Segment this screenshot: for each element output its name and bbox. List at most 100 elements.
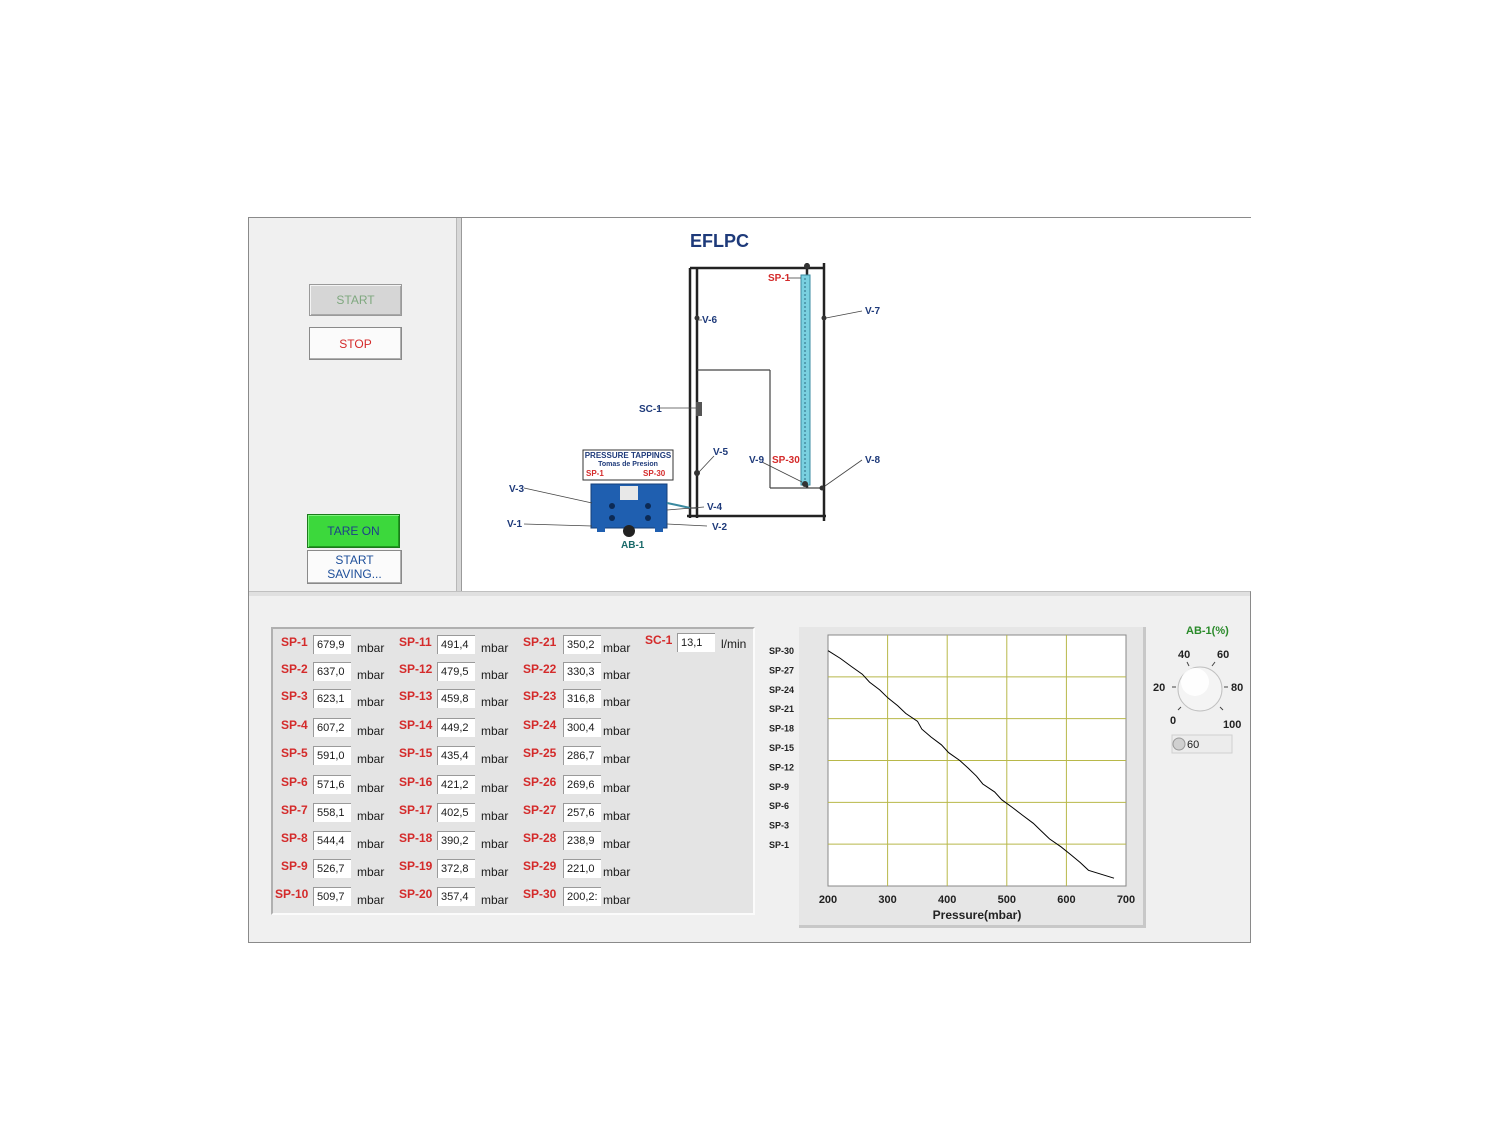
label-v4: V-4 — [707, 502, 722, 513]
reading-unit: mbar — [357, 724, 385, 738]
reading-unit: mbar — [481, 641, 509, 655]
reading-value-sp-5: 591,0 — [313, 746, 351, 765]
label-sp1: SP-1 — [768, 273, 791, 284]
start-saving-button[interactable]: START SAVING... — [307, 550, 402, 584]
reading-value-sp-19: 372,8 — [437, 859, 475, 878]
reading-value-sp-29: 221,0 — [563, 859, 601, 878]
y-tick-label: SP-1 — [769, 840, 789, 850]
pressure-series-line — [827, 650, 1115, 879]
reading-unit: mbar — [481, 668, 509, 682]
reading-value-sp-22: 330,3 — [563, 662, 601, 681]
y-tick-label: SP-30 — [769, 646, 794, 656]
reading-label-sp-20: SP-20 — [399, 887, 433, 901]
pressure-tappings-unit: PRESSURE TAPPINGS Tomas de Presion SP-1 … — [582, 449, 691, 537]
stop-button[interactable]: STOP — [309, 327, 402, 360]
reading-label-sp-27: SP-27 — [523, 803, 557, 817]
label-ab1: AB-1 — [621, 540, 645, 551]
ab1-knob: AB-1(%) 0 20 40 60 80 100 60 — [1153, 625, 1243, 754]
reading-unit: mbar — [603, 668, 631, 682]
reading-label-sp-19: SP-19 — [399, 859, 433, 873]
reading-label-sp-5: SP-5 — [281, 746, 308, 760]
reading-unit: mbar — [357, 781, 385, 795]
reading-unit: mbar — [481, 865, 509, 879]
y-tick-label: SP-27 — [769, 665, 794, 675]
valve-v5 — [694, 470, 700, 476]
tare-on-button[interactable]: TARE ON — [307, 514, 400, 548]
knob-tick-60: 60 — [1217, 649, 1229, 661]
start-button[interactable]: START — [309, 284, 402, 316]
top-fitting — [804, 263, 810, 269]
reading-unit: mbar — [603, 695, 631, 709]
y-tick-label: SP-24 — [769, 685, 794, 695]
reading-label-sp-23: SP-23 — [523, 689, 557, 703]
x-tick-label: 300 — [878, 894, 896, 906]
reading-unit: mbar — [357, 837, 385, 851]
reading-label-sp-1: SP-1 — [281, 635, 308, 649]
reading-label-sp-21: SP-21 — [523, 635, 557, 649]
reading-label-sp-11: SP-11 — [399, 635, 432, 649]
reading-value-sp-27: 257,6 — [563, 803, 601, 822]
reading-value-sp-6: 571,6 — [313, 775, 351, 794]
label-v8: V-8 — [865, 455, 880, 466]
y-tick-label: SP-3 — [769, 821, 789, 831]
reading-unit: mbar — [481, 893, 509, 907]
x-axis-label: Pressure(mbar) — [933, 908, 1022, 922]
reading-unit: mbar — [481, 752, 509, 766]
reading-label-sp-25: SP-25 — [523, 746, 557, 760]
reading-label-sp-24: SP-24 — [523, 718, 557, 732]
reading-label-sp-28: SP-28 — [523, 831, 557, 845]
reading-label-sp-12: SP-12 — [399, 662, 433, 676]
reading-unit: mbar — [357, 641, 385, 655]
reading-unit: mbar — [357, 695, 385, 709]
reading-value-sp-12: 479,5 — [437, 662, 475, 681]
pump-ab1 — [623, 525, 635, 537]
knob-tick-0: 0 — [1170, 715, 1176, 727]
reading-value-sp-16: 421,2 — [437, 775, 475, 794]
knob-value: 60 — [1187, 739, 1199, 751]
ab1-knob-control: AB-1(%) 0 20 40 60 80 100 60 — [1153, 618, 1249, 768]
reading-value-sp-9: 526,7 — [313, 859, 351, 878]
reading-unit: mbar — [357, 893, 385, 907]
x-tick-label: 400 — [938, 894, 956, 906]
reading-label-sp-9: SP-9 — [281, 859, 308, 873]
section-separator — [249, 591, 1250, 596]
tappings-title: PRESSURE TAPPINGS — [585, 451, 672, 460]
reading-value-sp-26: 269,6 — [563, 775, 601, 794]
reading-unit: mbar — [603, 752, 631, 766]
reading-value-sp-3: 623,1 — [313, 689, 351, 708]
knob-value-field[interactable] — [1171, 734, 1233, 754]
reading-label-sp-15: SP-15 — [399, 746, 433, 760]
valve-v7 — [821, 315, 827, 321]
label-v3: V-3 — [509, 484, 524, 495]
valve-v8 — [819, 485, 825, 491]
x-tick-label: 500 — [998, 894, 1016, 906]
label-v1: V-1 — [507, 519, 522, 530]
reading-label-sp-30: SP-30 — [523, 887, 557, 901]
reading-unit: mbar — [603, 781, 631, 795]
reading-label-sp-16: SP-16 — [399, 775, 433, 789]
x-tick-label: 600 — [1057, 894, 1075, 906]
x-tick-label: 200 — [819, 894, 837, 906]
reading-unit: mbar — [357, 668, 385, 682]
flow-sensor-sc1 — [696, 402, 702, 416]
process-diagram-panel: EFLPC — [461, 218, 1251, 592]
reading-value-sp-4: 607,2 — [313, 718, 351, 737]
reading-label-sp-10: SP-10 — [275, 887, 309, 901]
reading-value-sp-18: 390,2 — [437, 831, 475, 850]
knob-tick-20: 20 — [1153, 682, 1165, 694]
reading-value-sp-24: 300,4 — [563, 718, 601, 737]
reading-value-sp-2: 637,0 — [313, 662, 351, 681]
reading-label-sp-4: SP-4 — [281, 718, 308, 732]
reading-value-sp-15: 435,4 — [437, 746, 475, 765]
reading-label-sp-18: SP-18 — [399, 831, 433, 845]
tappings-sp30: SP-30 — [643, 469, 666, 478]
reading-value-sp-20: 357,4 — [437, 887, 475, 906]
reading-unit: mbar — [603, 809, 631, 823]
label-v7: V-7 — [865, 306, 880, 317]
reading-label-sp-13: SP-13 — [399, 689, 433, 703]
reading-label-sp-6: SP-6 — [281, 775, 308, 789]
knob-increment-icon[interactable] — [1172, 737, 1186, 751]
control-panel: START STOP TARE ON START SAVING... — [249, 218, 459, 591]
knob-tick-100: 100 — [1223, 719, 1241, 731]
flow-unit: l/min — [721, 637, 747, 651]
